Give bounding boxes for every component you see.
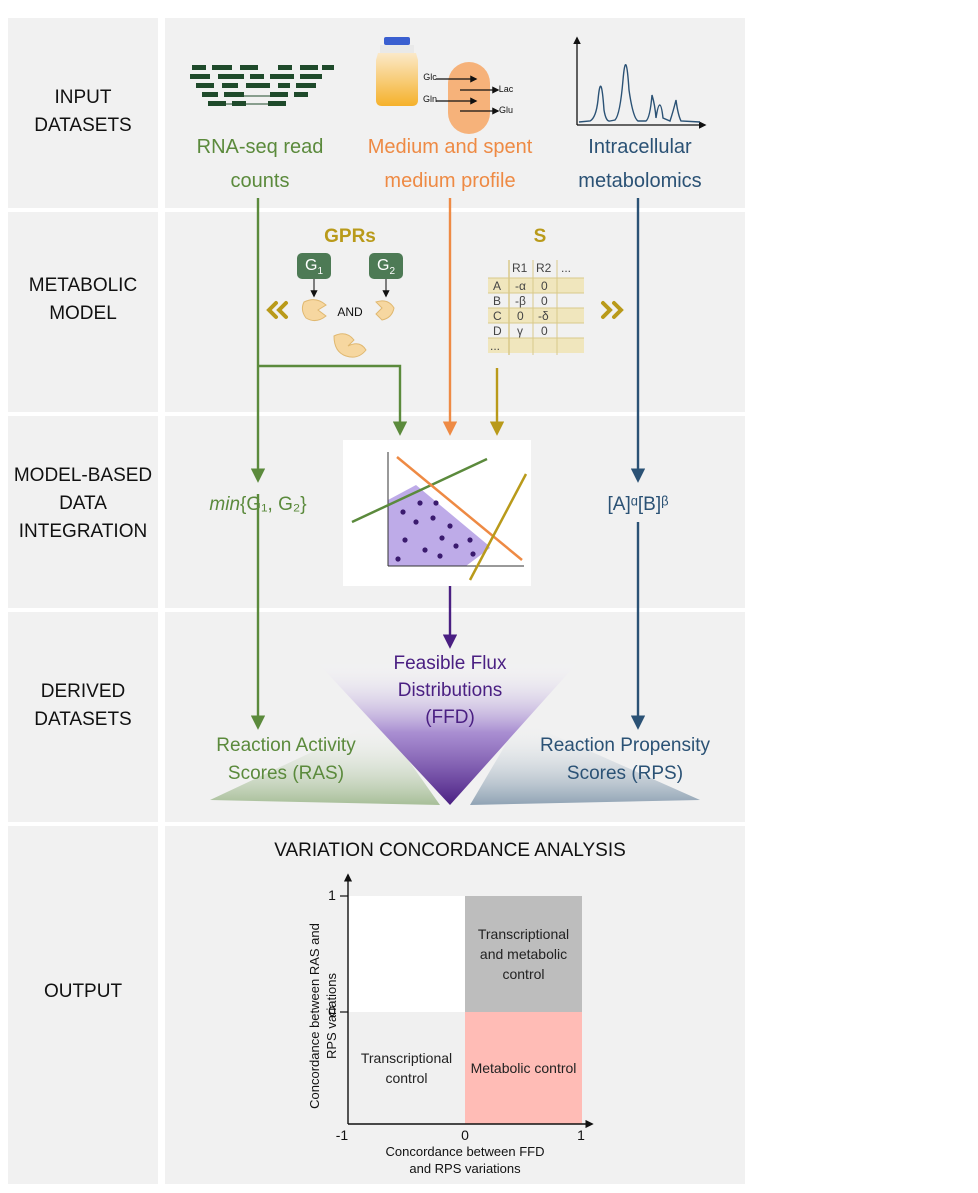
matrix-row-more: ... — [490, 339, 500, 353]
matrix-cell: 0 — [541, 324, 548, 338]
s-matrix-title: S — [533, 226, 547, 247]
medium-label: Medium and spent medium profile — [367, 136, 533, 192]
band-model — [8, 212, 158, 412]
quadrant-top-left — [348, 896, 465, 1012]
medium-bottle-icon — [376, 37, 418, 106]
mass-action-label: [A]ᵅ[B]ᵝ — [607, 494, 669, 515]
x-tick-minus1: -1 — [335, 1127, 349, 1143]
feasible-polygon — [388, 485, 490, 566]
quadrant-bottom-left — [348, 1012, 465, 1124]
quadrant-label-metabolic: Metabolic control — [470, 1060, 577, 1076]
quadrant-label-transcriptional: Transcriptional control — [360, 1050, 453, 1086]
x-axis-label: Concordance between FFD and RPS variatio… — [385, 1144, 545, 1176]
matrix-cell: 0 — [517, 309, 524, 323]
matrix-row-a: A — [493, 279, 501, 293]
x-tick-1: 1 — [577, 1127, 585, 1143]
rnaseq-label: RNA-seq read counts — [196, 136, 324, 192]
double-chevron-left-icon — [266, 301, 288, 319]
band-input — [8, 18, 158, 208]
row-label-input: INPUT DATASETS — [34, 87, 132, 136]
gprs-title: GPRs — [324, 226, 376, 247]
band-output — [8, 826, 158, 1184]
matrix-cell: -β — [515, 294, 526, 308]
row-label-derived: DERIVED DATASETS — [34, 681, 132, 730]
matrix-row-c: C — [493, 309, 502, 323]
matrix-cell: γ — [517, 324, 523, 338]
flux-points — [395, 500, 476, 562]
y-tick-0: 0 — [328, 1003, 336, 1019]
gpr-enzyme-icons — [301, 278, 395, 358]
row-label-integration: MODEL-BASED DATA INTEGRATION — [13, 465, 153, 542]
matrix-col-r1: R1 — [512, 261, 528, 275]
band-derived — [8, 612, 158, 822]
gene-g1-box: G1 — [297, 253, 331, 279]
ras-label: Reaction Activity Scores (RAS) — [216, 735, 356, 784]
lac-label: Lac — [498, 84, 514, 94]
row-label-model: METABOLIC MODEL — [28, 275, 138, 324]
rps-gradient — [470, 720, 700, 805]
matrix-col-r2: R2 — [536, 261, 552, 275]
quadrant-bottom-right — [465, 1012, 582, 1124]
ras-gradient — [210, 720, 440, 805]
quadrant-top-right — [465, 896, 582, 1012]
metabolomics-label: Intracellular metabolomics — [578, 136, 702, 192]
derived-gradient-shapes — [210, 660, 700, 805]
stoichiometric-matrix: R1 R2 ... A -α 0 B -β 0 C 0 -δ D γ 0 ... — [488, 260, 584, 355]
gene-g2-box: G2 — [369, 253, 403, 279]
row-label-output: OUTPUT — [43, 981, 123, 1002]
y-tick-1: 1 — [328, 887, 336, 903]
cell-transport-icon — [436, 62, 500, 134]
min-rule-label: min{G₁, G₂} — [209, 494, 307, 515]
green-flow-lines — [250, 198, 408, 730]
rnaseq-reads-icon — [190, 65, 334, 106]
matrix-cell: -δ — [538, 309, 549, 323]
band-model-content — [165, 212, 745, 412]
matrix-cell: -α — [515, 279, 526, 293]
x-tick-0: 0 — [461, 1127, 469, 1143]
output-title: VARIATION CONCORDANCE ANALYSIS — [274, 840, 626, 861]
quadrant-label-transcriptional-metabolic: Transcriptional and metabolic control — [477, 926, 570, 982]
gln-label: Gln — [422, 94, 437, 104]
feasible-region-plot — [343, 440, 531, 586]
and-label: AND — [337, 305, 363, 319]
matrix-col-more: ... — [561, 261, 571, 275]
matrix-row-d: D — [493, 324, 502, 338]
rps-label: Reaction Propensity Scores (RPS) — [539, 735, 711, 784]
ffd-gradient — [315, 660, 580, 805]
double-chevron-right-icon — [601, 301, 624, 319]
chromatogram-icon — [573, 36, 707, 129]
matrix-cell: 0 — [541, 294, 548, 308]
matrix-cell: 0 — [541, 279, 548, 293]
matrix-row-b: B — [493, 294, 501, 308]
band-integration — [8, 416, 158, 608]
glc-label: Glc — [423, 72, 437, 82]
concordance-chart — [340, 873, 594, 1129]
ffd-label: Feasible Flux Distributions (FFD) — [393, 653, 507, 728]
glu-label: Glu — [498, 105, 513, 115]
